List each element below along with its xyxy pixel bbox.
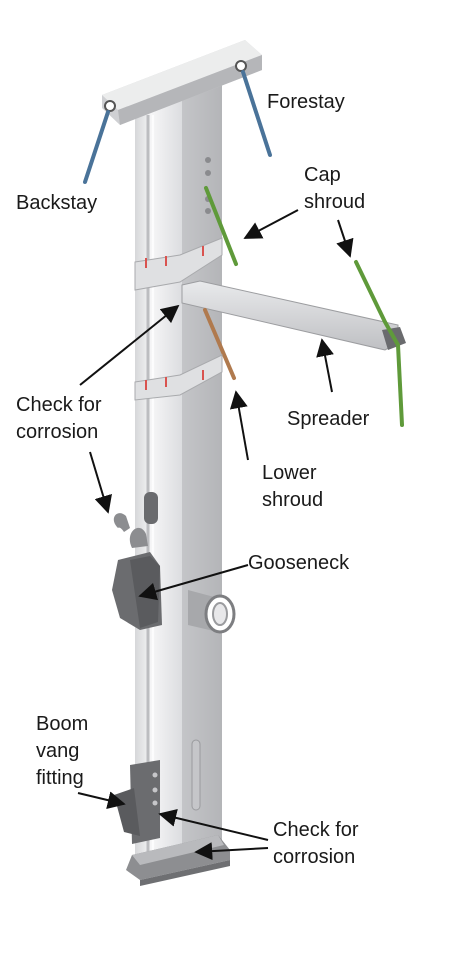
arrow-check-corrosion-upper xyxy=(79,304,180,386)
spreader-band-upper xyxy=(134,237,223,291)
arrow-gooseneck xyxy=(138,564,249,601)
lower-shroud-wire xyxy=(203,308,236,380)
lower-shroud-label: Lower shroud xyxy=(262,462,324,511)
cap-shroud-wire-mast xyxy=(204,186,238,266)
boom-vang-fitting-label: Boom vang fitting xyxy=(36,713,89,789)
boom-vang-fitting xyxy=(114,760,160,844)
mast-holes xyxy=(205,157,211,214)
spreader-label: Spreader xyxy=(287,408,370,430)
forestay-wire xyxy=(241,70,272,157)
pointer-arrows xyxy=(77,209,354,861)
mast-slot xyxy=(144,492,158,524)
spreader-band-lower xyxy=(134,354,223,401)
masthead-fitting xyxy=(102,40,262,125)
check-corrosion-lower-label: Check for corrosion xyxy=(273,819,359,868)
arrow-check-corrosion-lower-1 xyxy=(158,809,269,841)
arrow-lower-shroud xyxy=(229,390,249,461)
lower-side-slots xyxy=(191,739,201,811)
cap-shroud-label: Cap shroud xyxy=(304,164,366,213)
arrow-check-corrosion-gooseneck xyxy=(89,451,112,514)
gooseneck-label: Gooseneck xyxy=(248,552,350,574)
forestay-label: Forestay xyxy=(267,91,345,113)
arrow-cap-shroud-outer xyxy=(336,219,354,258)
gooseneck-boss xyxy=(188,590,236,634)
arrow-boom-vang xyxy=(77,791,126,809)
arrow-check-corrosion-lower-2 xyxy=(194,842,269,861)
backstay-wire xyxy=(83,110,110,184)
backstay-label: Backstay xyxy=(16,192,98,214)
arrow-cap-shroud-inner xyxy=(243,209,299,239)
check-corrosion-upper-label: Check for corrosion xyxy=(16,394,102,443)
arrow-spreader xyxy=(316,338,334,393)
cap-shroud-wire-outer xyxy=(354,260,404,427)
